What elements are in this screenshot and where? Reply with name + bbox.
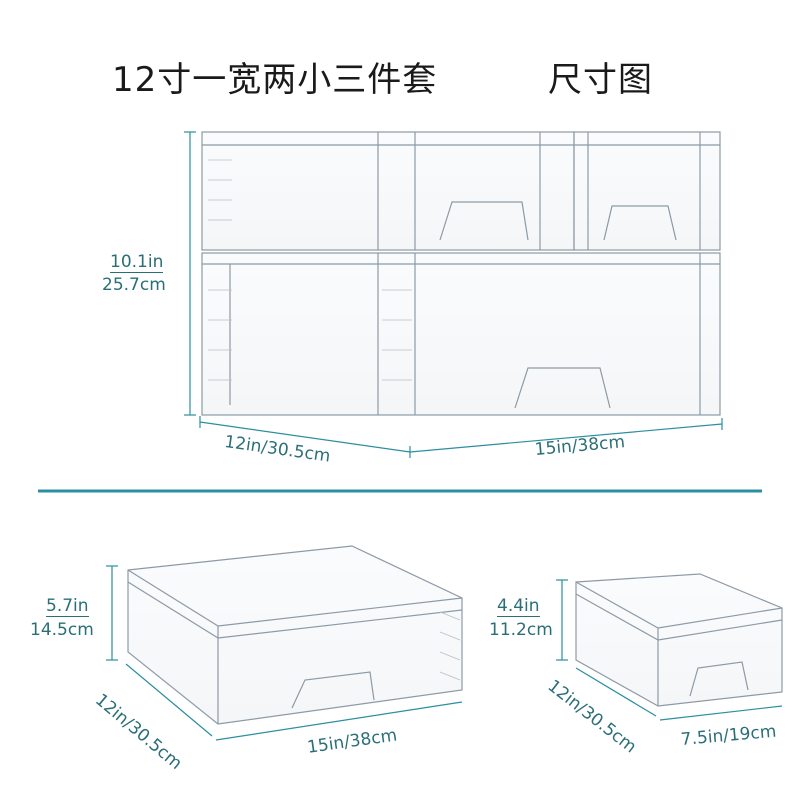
small-drawer-left — [201, 131, 575, 251]
product-name: 12寸一宽两小三件套 — [112, 60, 438, 100]
small-drawer-illustration — [575, 573, 783, 707]
drawer-handle — [439, 201, 529, 241]
large-drawer-illustration — [127, 545, 463, 725]
large-drawer-height-cm: 14.5cm — [30, 620, 94, 640]
large-drawer-bottom — [201, 252, 721, 416]
small-drawer-dimension-lines — [556, 579, 783, 721]
drawer-handle — [603, 205, 677, 241]
top-set-height-cm: 25.7cm — [102, 275, 166, 295]
drawer-handle — [689, 661, 749, 697]
drawer-handle — [514, 367, 611, 409]
large-drawer-dimension-lines — [106, 565, 463, 741]
stacked-set-illustration — [201, 131, 721, 416]
size-chart-label: 尺寸图 — [548, 60, 653, 100]
small-drawer-height-in: 4.4in — [497, 596, 540, 617]
top-set-height-in: 10.1in — [110, 252, 164, 273]
small-drawer-height-cm: 11.2cm — [489, 620, 553, 640]
drawer-handle — [291, 671, 375, 709]
large-drawer-height-in: 5.7in — [46, 596, 89, 617]
small-drawer-right — [573, 131, 721, 251]
top-set-dimension-lines — [184, 131, 723, 458]
